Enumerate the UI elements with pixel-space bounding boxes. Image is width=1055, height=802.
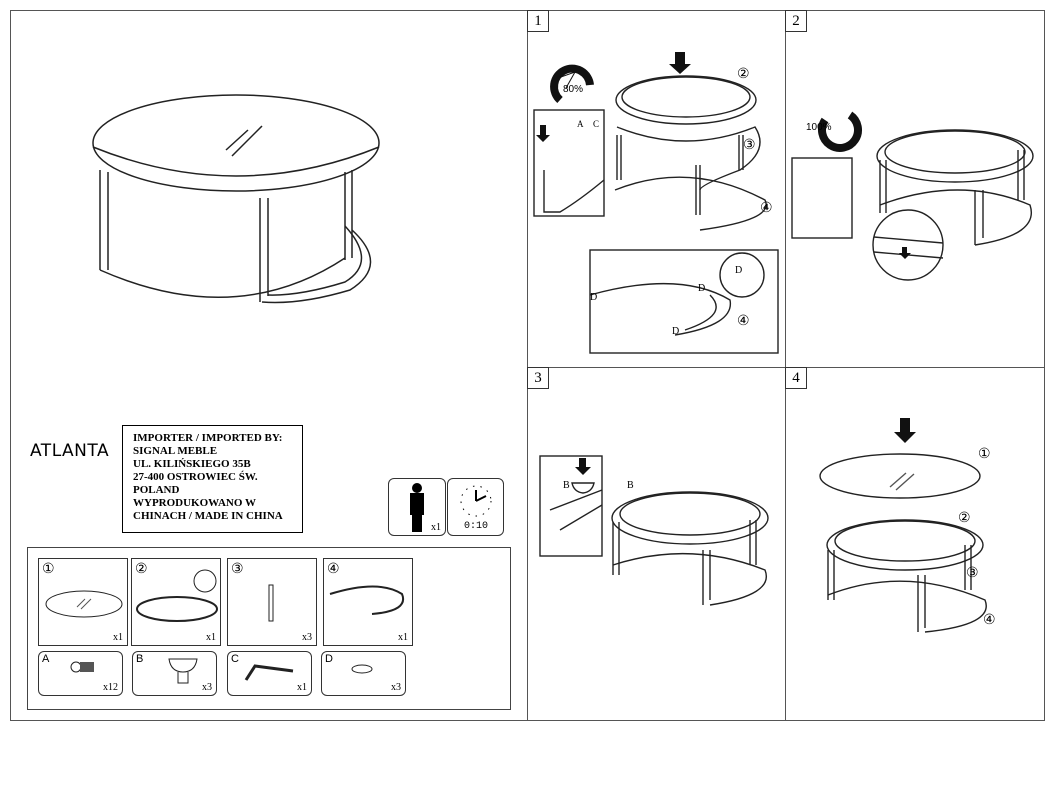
step-4-illustration (819, 418, 987, 633)
part-2-top-ring: ② x1 (131, 558, 221, 646)
hardware-b-cap: B x3 (132, 651, 217, 696)
part-2-callout: ② (958, 511, 971, 526)
part-4-callout-detail: ④ (737, 314, 750, 329)
pad-d-label: D (735, 265, 743, 276)
part-4-base-ring: ④ x1 (323, 558, 413, 646)
glass-top-icon (45, 590, 123, 618)
step-4-panel (785, 367, 1045, 721)
time-box: 0:10 (447, 478, 504, 536)
step-number: 4 (785, 367, 807, 389)
cap-b-label: B (563, 480, 570, 491)
allen-key-icon (244, 664, 294, 681)
part-id: ③ (231, 560, 244, 576)
hardware-qty: x3 (391, 682, 401, 693)
pad-d-label: D (698, 283, 706, 294)
importer-line: WYPRODUKOWANO W (133, 497, 256, 509)
part-4-callout: ④ (760, 201, 773, 216)
part-qty: x1 (206, 632, 216, 643)
hardware-c-allen-key: C x1 (227, 651, 312, 696)
torque-100-label: 100% (806, 122, 832, 133)
hardware-id: C (231, 653, 239, 665)
bolt-icon (70, 661, 94, 673)
part-1-callout: ① (978, 447, 991, 462)
bolt-a-label: A (577, 119, 584, 129)
importer-info-box: IMPORTER / IMPORTED BY: SIGNAL MEBLE UL.… (122, 425, 303, 533)
part-qty: x3 (302, 632, 312, 643)
hardware-id: D (325, 653, 333, 665)
step-number: 1 (527, 10, 549, 32)
step-1-illustration (533, 52, 779, 354)
step-number: 2 (785, 10, 807, 32)
persons-count: x1 (431, 522, 441, 533)
assembled-table-illustration (92, 94, 380, 304)
step-2-illustration (791, 111, 1034, 281)
part-id: ② (135, 560, 148, 576)
assembly-time: 0:10 (464, 521, 489, 532)
pad-d-label: D (590, 292, 598, 303)
importer-line: IMPORTER / IMPORTED BY: (133, 432, 283, 444)
top-ring-icon (136, 569, 218, 622)
torque-80-label: 80% (563, 84, 584, 95)
importer-line: 27-400 OSTROWIEC ŚW. (133, 471, 258, 483)
cap-icon (168, 658, 198, 684)
person-icon (410, 483, 424, 532)
leg-icon (268, 584, 274, 622)
part-1-glass-top: ① x1 (38, 558, 128, 646)
pad-d-label: D (672, 326, 680, 337)
hardware-a-bolt: A x12 (38, 651, 123, 696)
key-c-label: C (593, 119, 600, 129)
hardware-id: A (42, 653, 50, 665)
importer-line: UL. KILIŃSKIEGO 35B (133, 458, 251, 470)
step-number: 3 (527, 367, 549, 389)
cap-b-label: B (627, 480, 634, 491)
pad-icon (351, 664, 373, 674)
part-qty: x1 (398, 632, 408, 643)
importer-line: SIGNAL MEBLE (133, 445, 218, 457)
part-id: ④ (327, 560, 340, 576)
clock-icon (460, 485, 492, 517)
parts-list: ① x1 ② x1 ③ x3 ④ x1 A x12 B x3 C x1 D x3 (27, 547, 511, 710)
hardware-d-pad: D x3 (321, 651, 406, 696)
importer-line: CHINACH / MADE IN CHINA (133, 510, 283, 522)
importer-line: POLAND (133, 484, 180, 496)
hardware-qty: x1 (297, 682, 307, 693)
part-id: ① (42, 560, 55, 576)
hardware-qty: x3 (202, 682, 212, 693)
product-name: ATLANTA (30, 441, 110, 461)
part-4-callout: ④ (983, 613, 996, 628)
part-qty: x1 (113, 632, 123, 643)
step-3-illustration (539, 455, 769, 606)
part-3-callout: ③ (966, 566, 979, 581)
hardware-qty: x12 (103, 682, 118, 693)
persons-box: x1 (388, 478, 446, 536)
base-ring-icon (329, 585, 405, 615)
part-3-leg: ③ x3 (227, 558, 317, 646)
part-2-callout: ② (737, 67, 750, 82)
part-3-callout: ③ (743, 138, 756, 153)
hardware-id: B (136, 653, 144, 665)
